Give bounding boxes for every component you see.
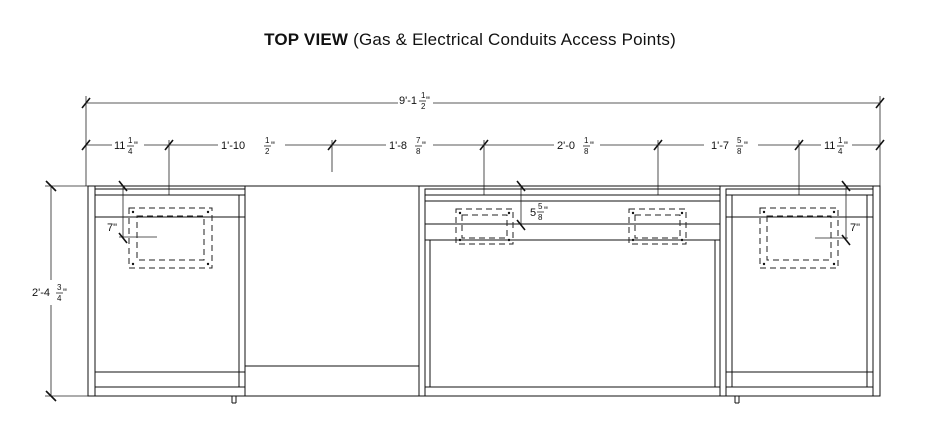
overall-dimension: 9'-1 1 2 " xyxy=(81,91,885,186)
dim-depth-num: 3 xyxy=(57,283,62,292)
right-cabinet xyxy=(725,188,874,404)
segment-dimensions: 11 1 4 " 1'-10 1 2 " 1'-8 7 8 " 2'-0 1 8… xyxy=(81,136,885,195)
dim-seg3-unit: " xyxy=(422,140,426,152)
dim-depth-main: 2'-4 xyxy=(32,287,50,299)
dim-overall-main: 9'-1 xyxy=(399,95,417,107)
diagram-title: TOP VIEW (Gas & Electrical Conduits Acce… xyxy=(0,30,940,50)
dim-seg6-den: 4 xyxy=(838,147,843,156)
dim-seg4-num: 1 xyxy=(584,136,589,145)
title-bold: TOP VIEW xyxy=(264,30,349,49)
dim-seg4-unit: " xyxy=(590,140,594,152)
dim-seg1-main: 11 xyxy=(114,140,125,152)
dim-seg3-main: 1'-8 xyxy=(389,140,407,152)
dim-seg5-num: 5 xyxy=(737,136,742,145)
dim-seg2-unit: " xyxy=(271,140,275,152)
dim-seg2-num: 1 xyxy=(265,136,270,145)
middle-gap-section xyxy=(245,186,420,396)
dim-depth-den: 4 xyxy=(57,294,62,303)
dim-seg2-den: 2 xyxy=(265,147,270,156)
dim-overall-num: 1 xyxy=(421,91,426,100)
dim-seg4-main: 2'-0 xyxy=(557,140,575,152)
dim-offset-mid-main: 5 xyxy=(530,207,536,219)
dim-overall-unit: " xyxy=(426,95,430,107)
dim-seg6-unit: " xyxy=(844,140,848,152)
offset-dimension-mid: 5 5 8 " xyxy=(516,180,548,231)
dim-seg5-unit: " xyxy=(744,140,748,152)
title-subtitle: (Gas & Electrical Conduits Access Points… xyxy=(353,30,676,49)
dim-seg3-den: 8 xyxy=(416,147,421,156)
dim-seg5-den: 8 xyxy=(737,147,742,156)
dim-depth-unit: " xyxy=(63,287,67,299)
access-point-center-left xyxy=(455,208,514,245)
center-cabinet xyxy=(424,186,721,397)
dim-seg3-num: 7 xyxy=(416,136,421,145)
offset-dimension-right: 7" xyxy=(841,180,860,246)
dim-seg2-main: 1'-10 xyxy=(221,140,245,152)
dim-offset-mid-den: 8 xyxy=(538,213,543,222)
dim-seg1-num: 1 xyxy=(128,136,133,145)
offset-dimension-left: 7" xyxy=(107,180,128,244)
dim-seg6-num: 1 xyxy=(838,136,843,145)
access-point-left xyxy=(119,207,213,269)
dim-seg1-unit: " xyxy=(134,140,138,152)
dim-offset-right: 7" xyxy=(850,222,860,234)
dim-overall-den: 2 xyxy=(421,102,426,111)
dim-seg4-den: 8 xyxy=(584,147,589,156)
dim-seg5-main: 1'-7 xyxy=(711,140,729,152)
access-point-center-right xyxy=(628,208,687,245)
left-cabinet xyxy=(94,186,246,404)
dim-offset-mid-unit: " xyxy=(544,205,548,217)
dim-seg6-main: 11 xyxy=(824,140,835,152)
dim-offset-left: 7" xyxy=(107,222,117,234)
depth-dimension: 2'-4 3 4 " xyxy=(32,180,88,402)
dim-offset-mid-num: 5 xyxy=(538,202,543,211)
dim-seg1-den: 4 xyxy=(128,147,133,156)
access-point-right xyxy=(759,207,848,269)
